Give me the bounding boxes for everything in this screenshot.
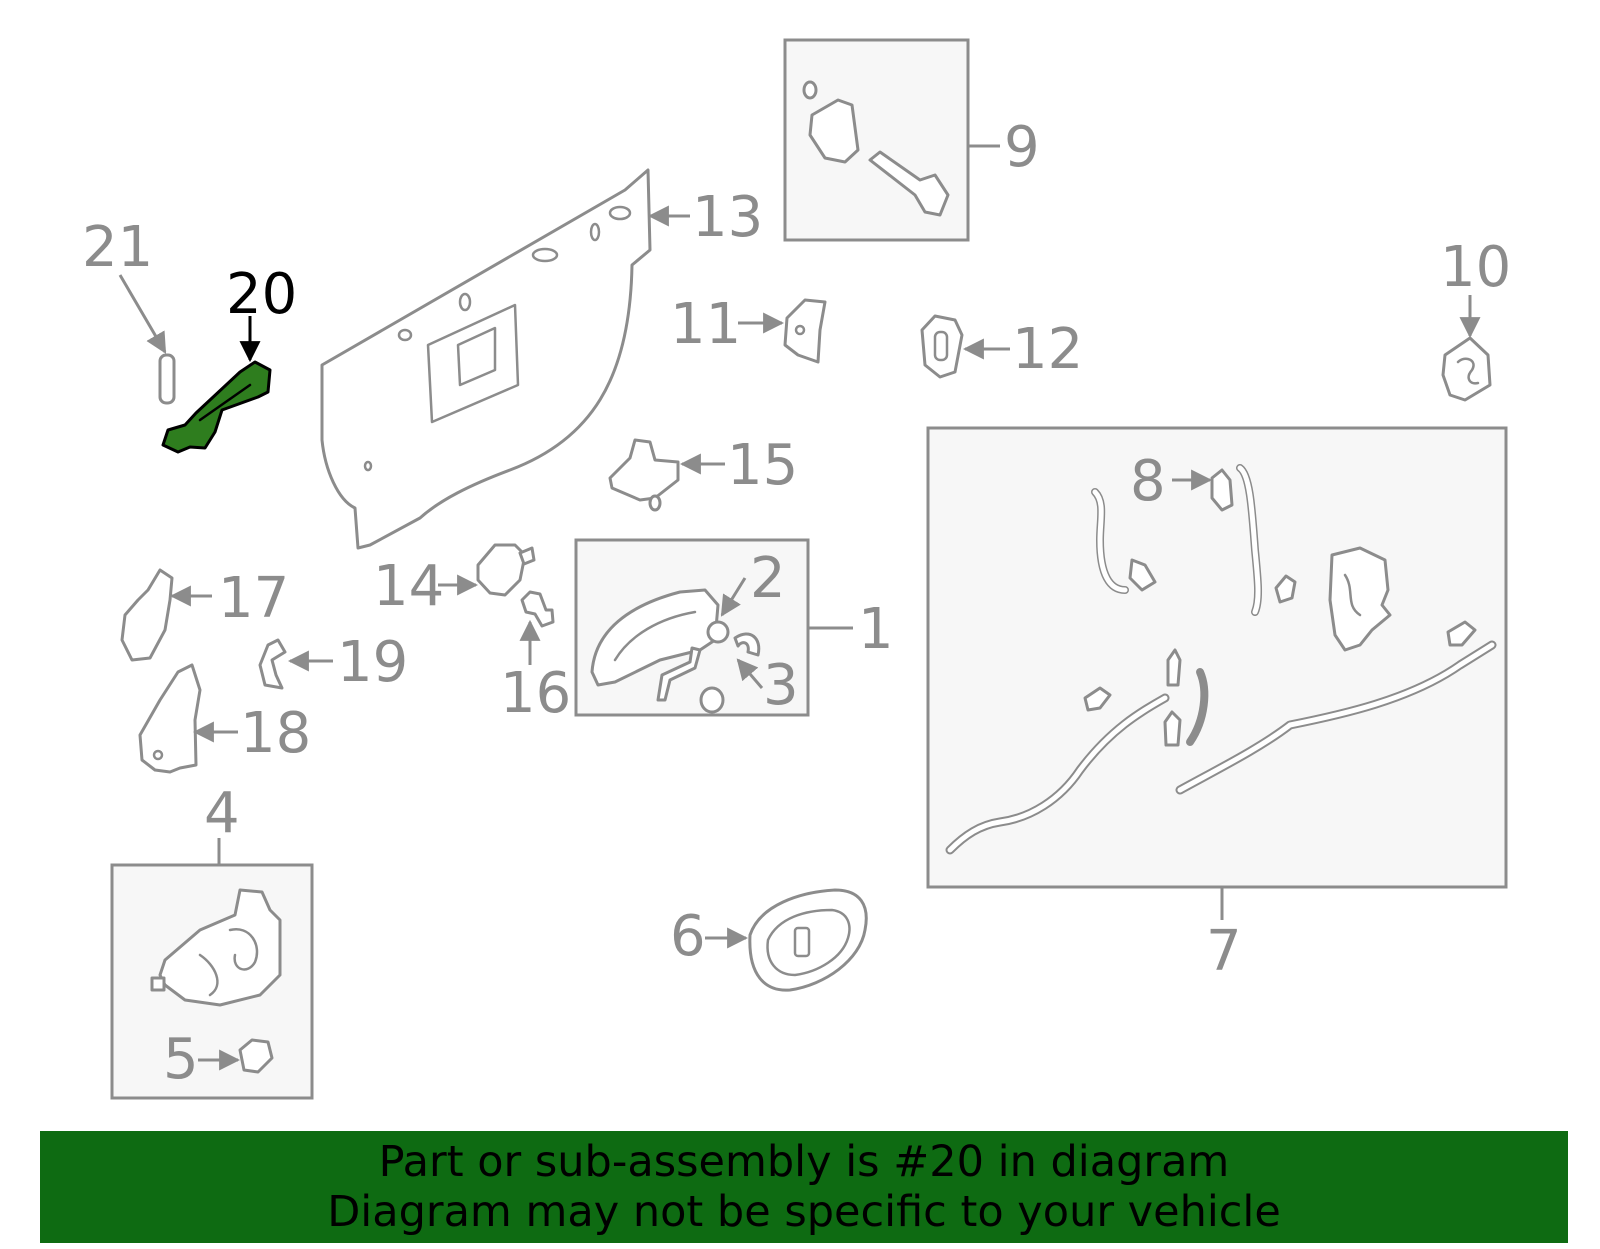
callout-17: 17 [218, 566, 289, 631]
part-13-handle-recess [426, 303, 520, 424]
callout-3: 3 [763, 653, 799, 718]
callout-18: 18 [240, 701, 311, 766]
part-4-group [110, 838, 314, 1100]
part-14-actuator [476, 543, 527, 597]
part-12-group [920, 314, 1010, 379]
part-17-group [120, 568, 212, 662]
callout-10: 10 [1440, 235, 1511, 300]
part-5-clip [238, 1038, 274, 1074]
part-11-group [738, 298, 827, 364]
part-6-group [705, 888, 868, 992]
part-9-lock-cylinder [808, 98, 860, 164]
part-16-group [519, 590, 555, 665]
banner-line-1: Part or sub-assembly is #20 in diagram [378, 1137, 1230, 1187]
part-3-leader [736, 658, 764, 689]
part-21-leader [118, 274, 167, 354]
part-15-bracket [608, 438, 680, 502]
part-6-inner-bezel [766, 908, 851, 977]
part-16-grommet [520, 590, 555, 628]
part-19-group [258, 638, 333, 690]
callout-12: 12 [1012, 317, 1083, 382]
part-7-rod-c [1186, 668, 1209, 746]
part-7-clip-a [1128, 558, 1157, 592]
part-2-leader [720, 577, 747, 617]
part-9-group [783, 38, 1000, 242]
part-10-group [1441, 295, 1492, 402]
callout-8: 8 [1130, 449, 1166, 514]
part-1-grommet [699, 686, 725, 714]
callout-5: 5 [163, 1027, 199, 1092]
part-7-group [926, 426, 1508, 920]
part-4-detail-b [198, 953, 219, 997]
part-15-group [608, 438, 725, 512]
part-10-detail [1456, 357, 1480, 385]
part-14-stem [518, 546, 536, 566]
part-15-stud [648, 494, 662, 512]
part-14-group [438, 543, 536, 597]
banner-line-2: Diagram may not be specific to your vehi… [327, 1187, 1281, 1237]
callout-13: 13 [692, 185, 763, 250]
part-7-clip-c [1083, 686, 1112, 712]
part-7-clip-e [1163, 710, 1182, 747]
part-13-hole-c [589, 222, 601, 242]
callout-14: 14 [373, 554, 444, 619]
info-banner: Part or sub-assembly is #20 in diagram D… [40, 1131, 1568, 1243]
part-21-group [118, 274, 176, 405]
part-13-hole-d [397, 328, 413, 342]
part-13-hole-f [363, 460, 373, 472]
part-20-arm-line [198, 383, 252, 422]
part-10-cover [1441, 336, 1492, 402]
callout-7: 7 [1206, 919, 1242, 984]
part-12-slot [933, 330, 949, 362]
part-11-hole [794, 324, 806, 336]
part-7-latch [1328, 546, 1392, 652]
part-20-group [161, 316, 272, 454]
part-7-rod-a-inner [1092, 489, 1128, 593]
part-2-washer [706, 620, 730, 644]
part-9-key [868, 150, 950, 217]
part-17-hinge [120, 568, 174, 662]
part-4-stub [150, 976, 166, 992]
part-13-hole-a [608, 205, 632, 221]
part-21-pin [158, 353, 176, 405]
part-7-cable-b-inner [1177, 642, 1495, 793]
callout-16: 16 [500, 661, 571, 726]
part-4-detail-a [228, 927, 259, 971]
part-13-hole-b [531, 247, 559, 263]
part-13-handle-inner [456, 326, 497, 387]
callout-20: 20 [226, 262, 297, 327]
part-13-hole-e [458, 292, 472, 312]
part-4-latch-assembly [158, 888, 282, 1007]
callout-15: 15 [727, 433, 798, 498]
callout-9: 9 [1004, 115, 1040, 180]
callout-4: 4 [204, 781, 240, 846]
callout-21: 21 [82, 215, 153, 280]
part-8-clip [1210, 468, 1234, 512]
part-7-rod-b-inner [1237, 465, 1261, 615]
part-1-rod [656, 646, 702, 702]
callout-19: 19 [337, 630, 408, 695]
part-19-clip [258, 638, 287, 690]
part-1-group [574, 538, 853, 717]
part-13-group [320, 168, 690, 550]
part-7-latch-detail [1343, 573, 1362, 617]
part-6-lever [793, 926, 811, 958]
part-3-clip [733, 632, 761, 657]
callout-1: 1 [858, 597, 894, 662]
part-13-door-trim-panel [320, 168, 652, 550]
part-7-clip-b [1274, 574, 1297, 604]
part-12-clip [920, 314, 964, 379]
part-18-group [138, 663, 238, 774]
part-9-pin [802, 80, 818, 100]
part-7-clip-d [1166, 648, 1182, 687]
part-1-handle-detail [613, 610, 697, 662]
callout-6: 6 [670, 904, 706, 969]
part-18-hole [152, 749, 164, 761]
part-7-cable-a-inner [947, 695, 1168, 853]
part-18-hinge [138, 663, 202, 774]
callout-11: 11 [670, 292, 741, 357]
part-7-clip-f [1446, 620, 1477, 647]
callout-2: 2 [750, 546, 786, 611]
